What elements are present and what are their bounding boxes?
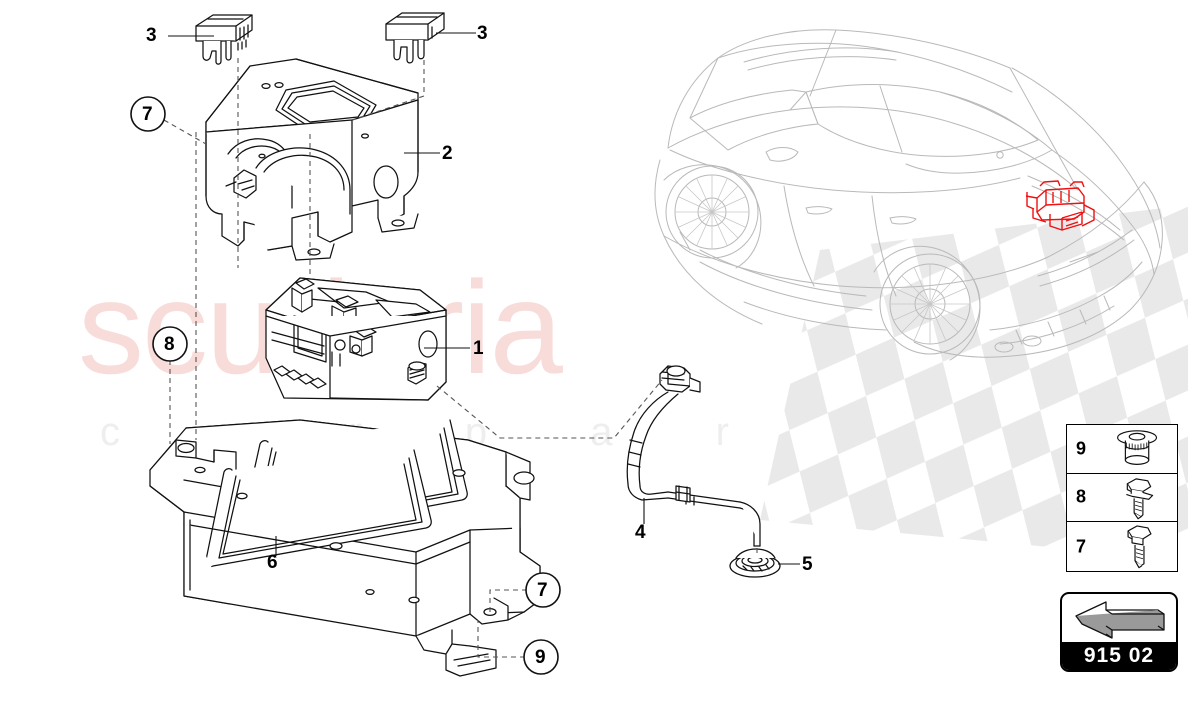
assembly-line-9-tray xyxy=(477,620,525,658)
group-number-text: 915 02 xyxy=(1062,642,1176,670)
legend-row-8: 8 xyxy=(1067,474,1177,523)
label-5: 5 xyxy=(802,554,813,575)
group-arrow-art xyxy=(1062,594,1176,644)
label-2: 2 xyxy=(442,143,453,164)
part-2-battery-cover xyxy=(205,58,419,261)
part-6-battery-tray xyxy=(149,419,541,677)
label-4: 4 xyxy=(635,522,646,543)
part-3-cap-left xyxy=(195,14,253,65)
part-3-cap-right xyxy=(385,12,445,64)
arrow-3d-icon xyxy=(1075,601,1165,639)
legend-label-8: 8 xyxy=(1076,486,1087,507)
part-1-battery xyxy=(265,277,447,401)
assembly-line-7-tray xyxy=(489,589,527,612)
label-6: 6 xyxy=(267,552,278,573)
label-7-cover: 7 xyxy=(142,104,153,125)
part-5-grommet xyxy=(729,548,781,578)
label-7-tray: 7 xyxy=(537,580,548,601)
push-rivet-icon xyxy=(1117,430,1158,465)
hex-bolt-icon xyxy=(1127,525,1152,569)
part-4-vent-hose xyxy=(626,365,761,547)
group-number-box: 915 02 xyxy=(1060,592,1178,672)
battery-vent-port xyxy=(407,361,427,385)
label-3-left: 3 xyxy=(146,25,157,46)
hex-bolt-icon xyxy=(1126,477,1154,519)
legend-label-9: 9 xyxy=(1076,438,1087,459)
assembly-line-cap-right xyxy=(351,60,425,121)
label-9: 9 xyxy=(535,647,546,668)
label-8: 8 xyxy=(164,334,175,355)
legend-row-9: 9 xyxy=(1067,425,1177,474)
vehicle-battery-highlight xyxy=(1025,180,1095,231)
assembly-line-batt-hose xyxy=(436,379,663,439)
label-1: 1 xyxy=(473,338,484,359)
legend-row-7: 7 xyxy=(1067,522,1177,571)
legend-label-7: 7 xyxy=(1076,536,1087,557)
label-3-right: 3 xyxy=(477,23,488,44)
assembly-line-7-cover xyxy=(163,119,207,145)
fastener-legend: 9 8 xyxy=(1066,424,1178,572)
